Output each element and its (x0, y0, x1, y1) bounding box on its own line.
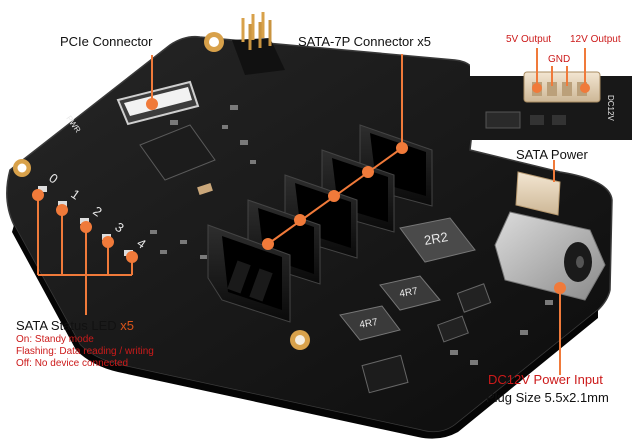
dc-barrel-jack (494, 211, 606, 301)
sata-status-led-count: x5 (120, 318, 135, 333)
dc12v-silkscreen: DC12V (606, 95, 615, 121)
led-flashing-desc: Flashing: Data reading / writing (16, 346, 154, 357)
inductor-4r7-marking: 4R7 (399, 286, 419, 300)
inductor-4r7-marking: 4R7 (359, 317, 379, 331)
pcie-connector-label: PCIe Connector (60, 34, 153, 49)
dc-input-label: DC12V Power Input (488, 372, 603, 387)
inductor-2r2-marking: 2R2 (423, 229, 449, 248)
12v-output-label: 12V Output (570, 34, 621, 45)
callout-lines (32, 48, 590, 375)
led-on-desc: On: Standy mode (16, 334, 94, 345)
pin-header (232, 12, 285, 75)
pcie-ffc-connector (116, 80, 200, 126)
sata-connector-label: SATA-7P Connector x5 (298, 34, 431, 49)
sata-power-label: SATA Power (516, 147, 588, 162)
gnd-label: GND (548, 54, 571, 65)
sata-power-connector-board (515, 171, 561, 216)
regulator-ics (361, 283, 492, 394)
led-off-desc: Off: No device connected (16, 358, 129, 369)
5v-output-label: 5V Output (506, 34, 552, 45)
inductors: 2R2 4R7 4R7 (339, 217, 476, 341)
sata-status-led-title: SATA Status LED x5 (16, 318, 134, 333)
sata-status-led-label: SATA Status LED (16, 318, 121, 333)
sata-power-inset: DC12V (470, 48, 632, 140)
controller-chip (139, 124, 216, 181)
plug-size-label: Plug Size 5.5x2.1mm (486, 390, 609, 405)
